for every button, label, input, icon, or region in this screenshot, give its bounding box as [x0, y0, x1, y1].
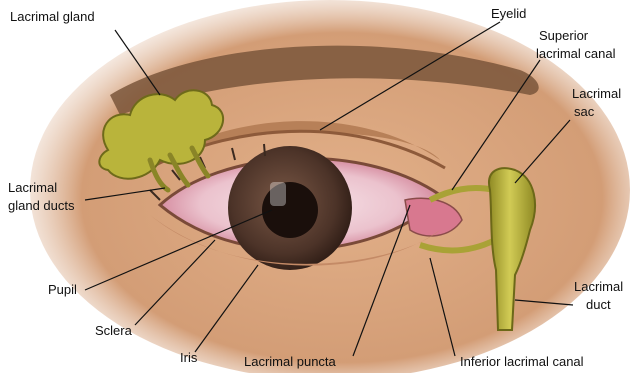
label-superior-canal-line2: lacrimal canal: [536, 46, 616, 61]
label-inferior-canal: Inferior lacrimal canal: [460, 354, 584, 369]
label-gland-ducts-line1: Lacrimal: [8, 180, 57, 195]
label-lacrimal-sac-line1: Lacrimal: [572, 86, 621, 101]
label-sclera: Sclera: [95, 323, 133, 338]
label-eyelid: Eyelid: [491, 6, 526, 21]
label-iris: Iris: [180, 350, 198, 365]
eye-highlight: [270, 182, 286, 206]
label-lacrimal-sac-line2: sac: [574, 104, 595, 119]
label-superior-canal-line1: Superior: [539, 28, 589, 43]
label-pupil: Pupil: [48, 282, 77, 297]
label-lacrimal-puncta: Lacrimal puncta: [244, 354, 337, 369]
label-lacrimal-gland: Lacrimal gland: [10, 9, 95, 24]
label-lacrimal-duct-line1: Lacrimal: [574, 279, 623, 294]
label-lacrimal-duct-line2: duct: [586, 297, 611, 312]
label-gland-ducts-line2: gland ducts: [8, 198, 75, 213]
